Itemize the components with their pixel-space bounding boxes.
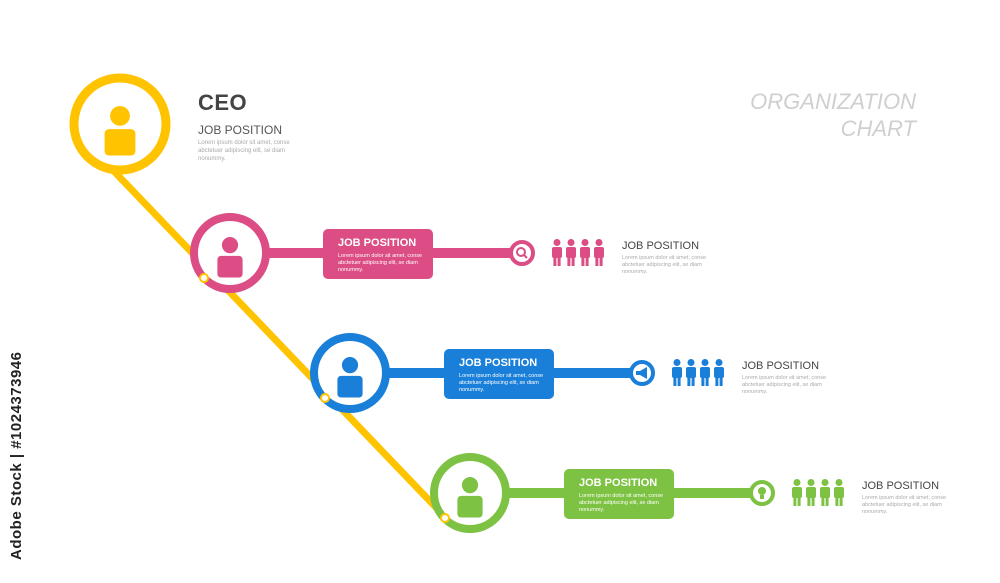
ceo-person-icon xyxy=(104,106,136,156)
level-2-side-label: JOB POSITION xyxy=(742,360,820,372)
level-3-person-icon xyxy=(457,477,483,518)
level-2-side-body: Lorem ipsum dolor sit amet, conse abctet… xyxy=(742,375,827,395)
person-icon xyxy=(792,479,802,506)
trunk-joint-dot xyxy=(320,393,330,403)
person-icon xyxy=(672,359,682,386)
level-2-team-icon xyxy=(672,359,724,386)
level-1-team-icon xyxy=(552,239,604,266)
level-3-node xyxy=(430,453,844,533)
chart-title-line2: CHART xyxy=(840,116,916,141)
stock-id-text: Adobe Stock | #1024373946 xyxy=(8,351,25,560)
person-icon xyxy=(714,359,724,386)
person-icon xyxy=(552,239,562,266)
trunk-line xyxy=(104,161,452,524)
person-icon xyxy=(834,479,844,506)
person-icon xyxy=(566,239,576,266)
level-1-info-box xyxy=(323,229,433,279)
level-2-box-body: Lorem ipsum dolor sit amet, conse abctet… xyxy=(459,373,544,393)
person-icon xyxy=(806,479,816,506)
level-1-side-body: Lorem ipsum dolor sit amet, conse abctet… xyxy=(622,255,707,275)
chart-title: ORGANIZATION CHART xyxy=(750,88,916,142)
person-icon xyxy=(686,359,696,386)
level-2-info-box xyxy=(444,349,554,399)
level-1-box-body: Lorem ipsum dolor sit amet, conse abctet… xyxy=(338,253,423,273)
lightbulb-icon xyxy=(749,480,775,506)
ceo-description: Lorem ipsum dolor sit amet, conse abctet… xyxy=(198,140,290,162)
person-icon xyxy=(580,239,590,266)
ceo-title: CEO xyxy=(198,90,248,115)
level-1-person-icon xyxy=(217,237,243,278)
megaphone-icon xyxy=(629,360,655,386)
level-1-node xyxy=(190,213,604,293)
ceo-position: JOB POSITION xyxy=(198,123,283,137)
trunk-joint-dot xyxy=(440,513,450,523)
person-icon xyxy=(594,239,604,266)
level-3-side-label: JOB POSITION xyxy=(862,480,940,492)
level-3-team-icon xyxy=(792,479,844,506)
level-3-info-box xyxy=(564,469,674,519)
person-icon xyxy=(700,359,710,386)
magnifier-icon xyxy=(509,240,535,266)
person-icon xyxy=(820,479,830,506)
level-1-side-label: JOB POSITION xyxy=(622,240,700,252)
level-3-box-label: JOB POSITION xyxy=(579,477,658,489)
level-3-box-body: Lorem ipsum dolor sit amet, conse abctet… xyxy=(579,493,664,513)
level-3-side-body: Lorem ipsum dolor sit amet, conse abctet… xyxy=(862,495,947,515)
level-2-box-label: JOB POSITION xyxy=(459,357,538,369)
level-2-person-icon xyxy=(337,357,363,398)
level-1-box-label: JOB POSITION xyxy=(338,237,417,249)
chart-title-line1: ORGANIZATION xyxy=(750,89,916,114)
ceo-node xyxy=(69,73,171,175)
trunk-joint-dot xyxy=(199,273,209,283)
level-2-node xyxy=(310,333,724,413)
